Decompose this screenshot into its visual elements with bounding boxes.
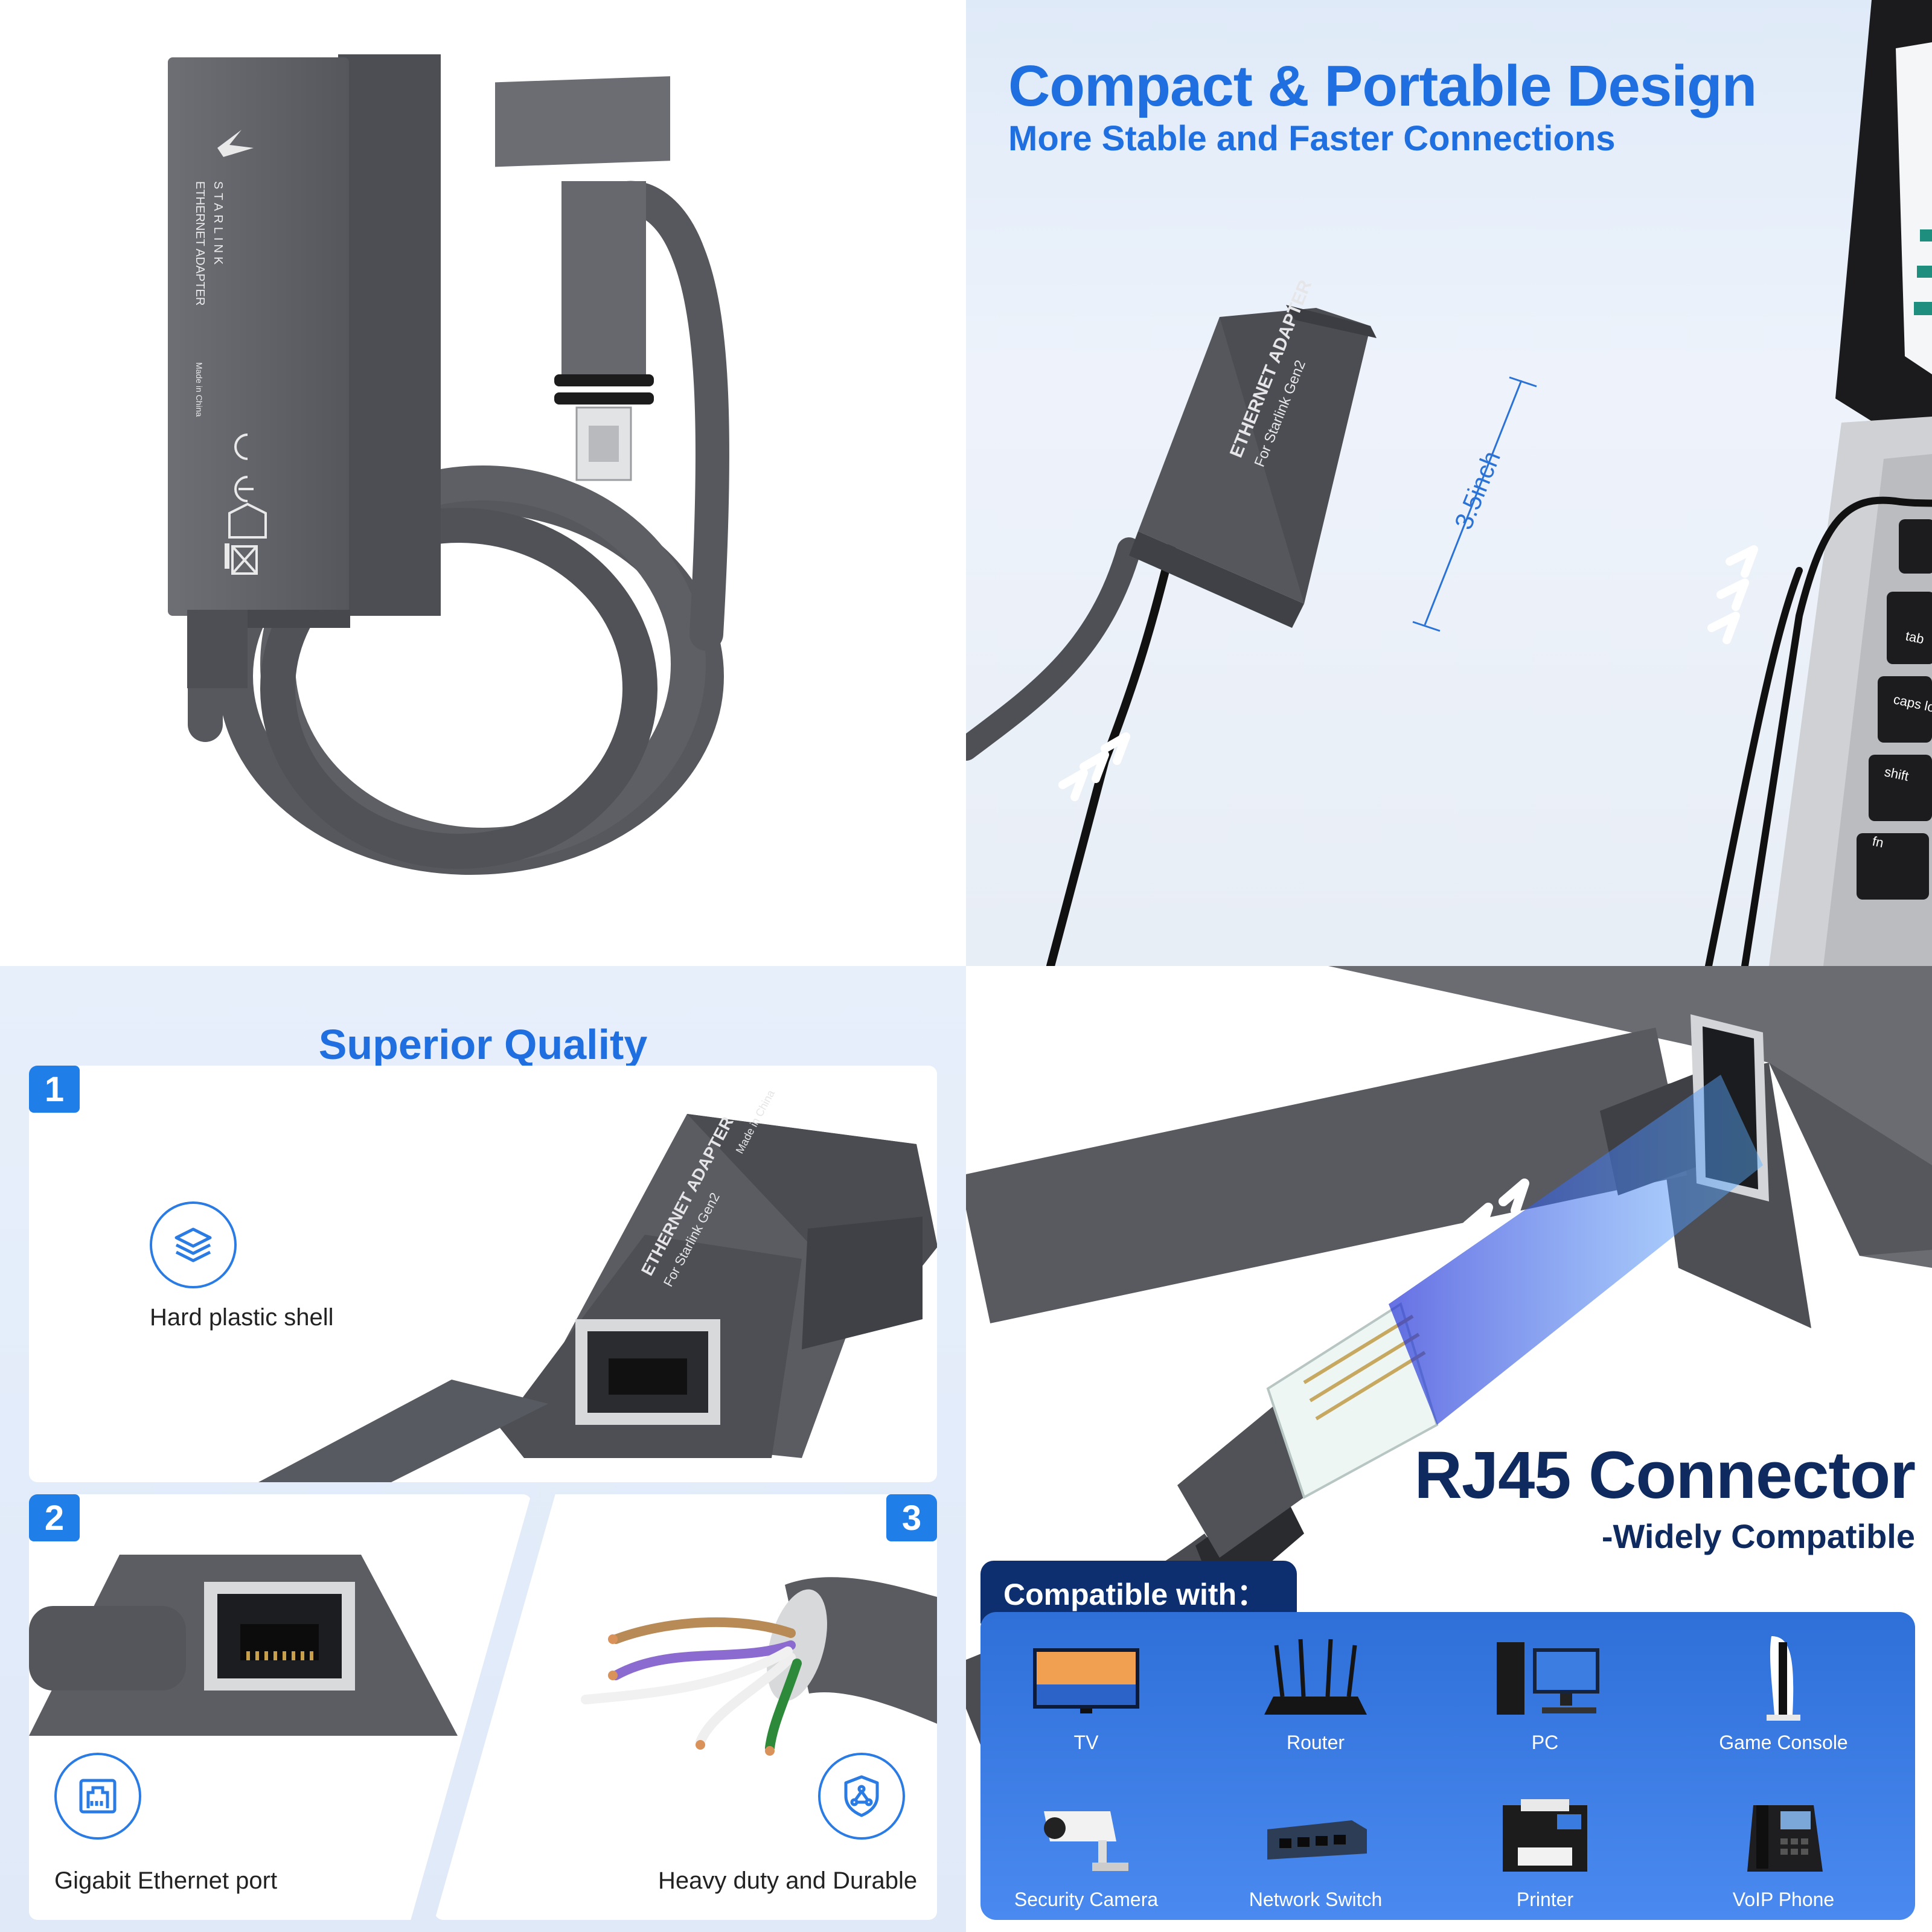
feature-label-durable: Heavy duty and Durable [658, 1867, 918, 1894]
device-label-router: Router [1286, 1732, 1345, 1753]
dimension-label: 3.5inch [1449, 447, 1506, 533]
starlink-logo-icon [217, 130, 254, 157]
product-mark-text: ETHERNET ADAPTER [193, 181, 206, 305]
game-console-icon [1767, 1636, 1800, 1721]
feature-label-port: Gigabit Ethernet port [54, 1867, 278, 1894]
card-adapter-origin-label: Made in China [734, 1087, 778, 1156]
feature-card-shell: ETHERNET ADAPTER For Starlink Gen2 Made … [29, 1066, 937, 1482]
feature-number-badge: 1 [29, 1066, 80, 1113]
network-switch-icon [1267, 1820, 1367, 1860]
device-game-console: Game Console [1669, 1630, 1898, 1754]
portable-subtitle: More Stable and Faster Connections [1008, 119, 1616, 158]
usb-plug-head [495, 76, 670, 167]
rj45-plug-illustration [966, 966, 1932, 1751]
layers-icon [150, 1201, 237, 1288]
device-printer: Printer [1439, 1787, 1651, 1911]
feature-number-badge: 2 [29, 1494, 80, 1541]
tv-icon [1033, 1648, 1139, 1713]
feature-number-badge: 3 [886, 1494, 937, 1541]
voip-phone-icon [1747, 1805, 1823, 1872]
brand-mark-text: STARLINK [211, 181, 225, 268]
device-label-printer: Printer [1516, 1889, 1574, 1910]
device-security-camera: Security Camera [980, 1787, 1192, 1911]
device-pc: PC [1439, 1630, 1651, 1754]
adapter-laptop-illustration: tab caps lock shift fn ETHERNET ADAPTER … [966, 0, 1932, 966]
feature-label-shell: Hard plastic shell [150, 1304, 334, 1331]
cable-wires-illustration [581, 1577, 937, 1756]
device-label-network-switch: Network Switch [1249, 1889, 1383, 1910]
quality-title: Superior Quality [318, 1021, 648, 1068]
dimension-line [1412, 376, 1537, 632]
device-label-tv: TV [1073, 1732, 1099, 1753]
device-label-pc: PC [1531, 1732, 1559, 1753]
device-voip-phone: VoIP Phone [1669, 1787, 1898, 1911]
key-tab-label: tab [1904, 628, 1925, 647]
pc-icon [1497, 1642, 1599, 1715]
device-tv: TV [980, 1630, 1192, 1754]
compatible-with-heading: Compatible with： [980, 1561, 1297, 1623]
router-icon [1264, 1639, 1367, 1715]
device-label-game-console: Game Console [1719, 1732, 1848, 1753]
adapter-shell-illustration [258, 1114, 937, 1482]
device-label-voip-phone: VoIP Phone [1732, 1889, 1835, 1910]
connector-title: RJ45 Connector [1414, 1438, 1916, 1512]
portable-design-panel: tab caps lock shift fn ETHERNET ADAPTER … [966, 0, 1932, 966]
regulatory-marks-icon [228, 433, 267, 575]
ethernet-port-illustration [29, 1555, 458, 1736]
device-network-switch: Network Switch [1210, 1787, 1421, 1911]
compatible-devices-panel: TV Router PC Game Console [980, 1612, 1915, 1920]
ethernet-port-icon [54, 1753, 141, 1840]
superior-quality-panel: Superior Quality ETHERNET ADAPTER For St… [0, 966, 966, 1932]
flow-chevrons-icon [1058, 545, 1758, 801]
product-photo-panel: STARLINK ETHERNET ADAPTER Made in China [0, 0, 966, 966]
adapter-body [168, 57, 349, 616]
key-fn-label: fn [1871, 833, 1885, 850]
rj45-connector-panel: RJ45 Connector -Widely Compatible Compat… [966, 966, 1932, 1932]
usb-plug-neck [561, 181, 646, 380]
connector-subtitle: -Widely Compatible [1601, 1517, 1915, 1555]
flow-chevrons-icon [1426, 1179, 1529, 1264]
laptop-illustration: tab caps lock shift fn [1769, 0, 1932, 966]
feature-card-port: 2 Gigabit Ethernet port [29, 1494, 531, 1920]
shield-icon [818, 1753, 905, 1840]
portable-title: Compact & Portable Design [1008, 54, 1757, 118]
adapter-with-coiled-cable-illustration: STARLINK ETHERNET ADAPTER Made in China [168, 54, 729, 875]
security-camera-icon [1044, 1811, 1128, 1871]
device-label-security-camera: Security Camera [1014, 1889, 1159, 1910]
device-router: Router [1210, 1630, 1421, 1754]
printer-icon [1503, 1799, 1587, 1872]
origin-mark-text: Made in China [194, 362, 204, 417]
adapter-body [1129, 305, 1377, 628]
